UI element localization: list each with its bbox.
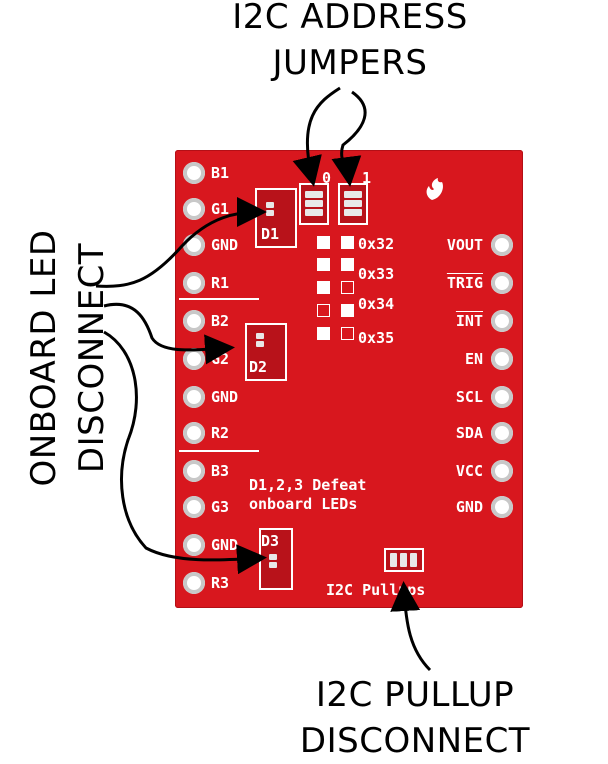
pullup-jumper [384,548,424,572]
led-label: D1 [261,225,280,243]
right-pin-label: GND [455,498,483,516]
left-pin-label: B1 [211,164,230,182]
leader-led-d3 [103,330,267,575]
callout-line: I2C PULLUP [315,675,515,715]
left-pin-label: G3 [211,498,230,516]
callout-line: JUMPERS [272,43,428,83]
right-pin-label: SDA [455,424,483,442]
defeat-text: onboard LEDs [249,495,358,513]
pin-hole [183,310,205,332]
left-pin-label: B2 [211,312,230,330]
pullup-disconnect-callout: I2C PULLUP DISCONNECT [230,672,600,764]
pin-hole [491,310,513,332]
jumper-pad [256,341,264,347]
pin-hole [183,348,205,370]
leader-pullup [390,581,432,672]
address-marker [341,258,354,271]
jumper-pad [305,209,323,216]
address-value: 0x35 [358,329,395,347]
jumper-label: 0 [322,169,332,187]
left-pin-label: R3 [211,574,230,592]
address-marker [341,304,354,317]
pin-hole [491,422,513,444]
address-value: 0x34 [358,295,395,313]
flame-logo-icon [426,178,443,200]
jumper-pad [344,200,362,207]
address-marker [317,236,330,249]
address-marker [341,327,354,340]
jumper-pad [400,553,407,567]
pin-hole [183,496,205,518]
jumper-pad [410,553,417,567]
right-pin-label: SCL [455,388,483,406]
left-pin-label: B3 [211,462,230,480]
defeat-text: D1,2,3 Defeat [249,476,367,494]
jumper-pad [266,202,274,208]
pin-hole [183,534,205,556]
jumper-pad [344,191,362,198]
jumper-pad [305,200,323,207]
jumper-label: 1 [362,169,372,187]
left-pin-label: GND [211,536,239,554]
address-marker [317,281,330,294]
address-jumpers-callout: I2C ADDRESS JUMPERS [150,0,550,86]
right-pin-label: VCC [455,462,483,480]
leader-address-0 [292,86,341,187]
callout-line: DISCONNECT [299,721,531,761]
jumper-pad [269,562,277,568]
pin-hole [183,572,205,594]
pin-hole [183,422,205,444]
right-pin-label: INT [455,312,483,330]
leader-led-d2 [103,302,235,365]
pin-hole [183,386,205,408]
silk-divider [179,298,259,300]
address-marker [317,304,330,317]
left-pin-label: R1 [211,274,230,292]
pin-hole [183,162,205,184]
address-marker [341,236,354,249]
jumper-pad [256,333,264,339]
left-pin-label: R2 [211,424,230,442]
address-marker [341,281,354,294]
pin-hole [491,272,513,294]
leader-led-d1 [95,197,267,288]
led-jumper-d2 [245,323,287,381]
leader-address-1 [331,90,367,187]
right-pin-label: TRIG [446,274,483,292]
jumper-pad [305,191,323,198]
address-marker [317,327,330,340]
silk-divider [179,450,259,452]
jumper-pad [344,209,362,216]
right-pin-label: EN [464,350,483,368]
pin-hole [491,496,513,518]
left-pin-label: GND [211,388,239,406]
address-value: 0x33 [358,265,395,283]
pin-hole [183,272,205,294]
jumper-pad [269,554,277,560]
address-marker [317,258,330,271]
pin-hole [491,386,513,408]
pin-hole [183,198,205,220]
pin-hole [491,460,513,482]
right-pin-label: VOUT [446,236,483,254]
led-label: D2 [249,358,268,376]
pin-hole [491,234,513,256]
pin-hole [491,348,513,370]
callout-line: I2C ADDRESS [232,0,468,37]
left-pin-label: GND [211,236,239,254]
left-pin-label: G1 [211,200,230,218]
jumper-pad [390,553,397,567]
address-value: 0x32 [358,235,395,253]
jumper-pad [266,210,274,216]
breakout-board: B1 G1 GND R1 B2 G2 GND R2 B3 G3 GND R3 V… [175,150,523,608]
pin-hole [183,460,205,482]
